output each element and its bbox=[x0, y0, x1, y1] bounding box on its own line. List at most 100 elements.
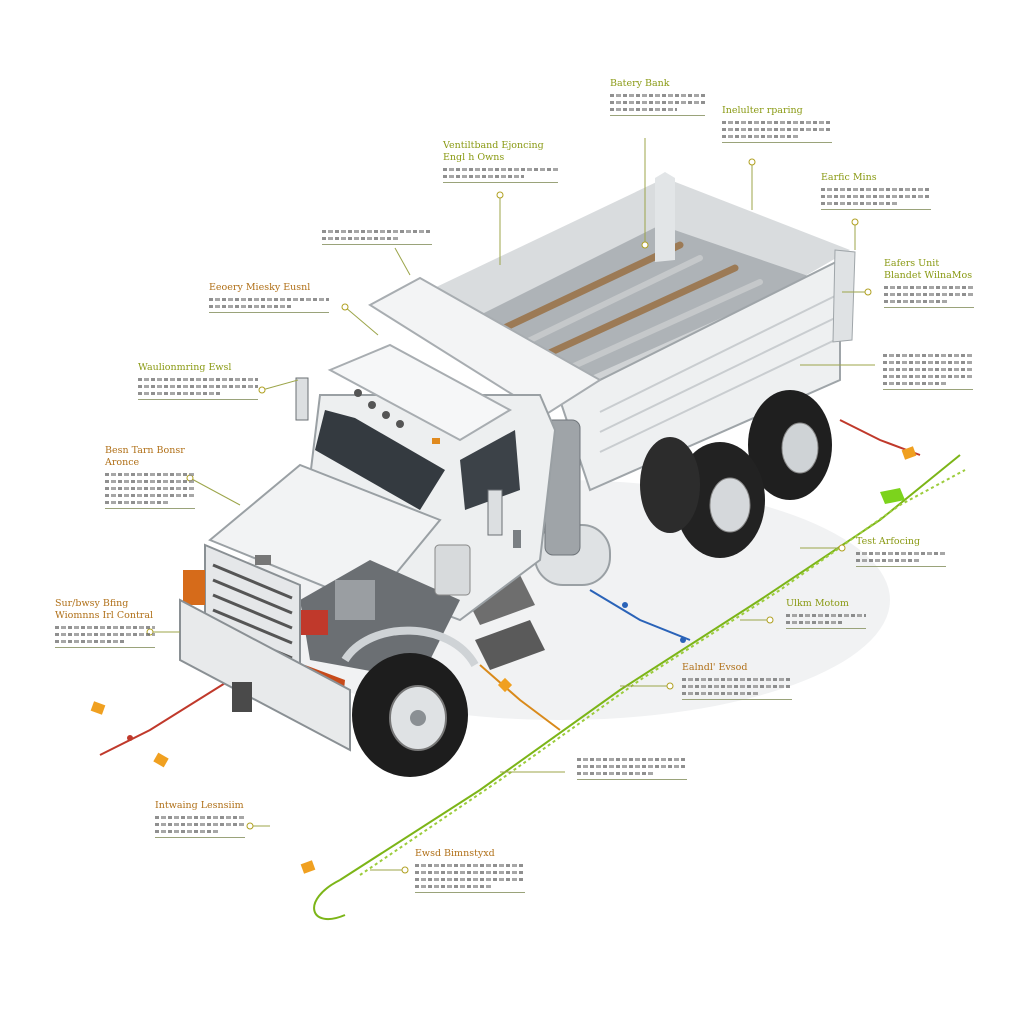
callout-body-line bbox=[415, 864, 525, 867]
leader-dot bbox=[246, 822, 254, 830]
cab-canopy bbox=[368, 276, 602, 417]
blue-node bbox=[622, 602, 628, 608]
callout-underline bbox=[105, 508, 195, 509]
blue-wire bbox=[589, 589, 691, 641]
leader-dot bbox=[851, 218, 859, 226]
callout-title: Waulionmring Ewsl bbox=[138, 362, 232, 373]
callout-body-line bbox=[821, 188, 931, 191]
front-hub bbox=[410, 710, 426, 726]
step-lower bbox=[475, 620, 545, 670]
callout-label: Waulionmring Ewsl bbox=[138, 362, 258, 400]
callout-body-line bbox=[883, 375, 973, 378]
callout-title: Batery Bank bbox=[610, 78, 670, 89]
callout-title: Intwaing Lesnsiim bbox=[155, 800, 244, 811]
callout-underline bbox=[155, 837, 245, 838]
leader-dot bbox=[838, 544, 846, 552]
callout-label: Intwaing Lesnsiim bbox=[155, 800, 245, 838]
callout-body-line bbox=[105, 494, 195, 497]
callout-body-line bbox=[155, 823, 245, 826]
callout-body-line bbox=[105, 473, 195, 476]
leader-dot bbox=[748, 158, 756, 166]
callout-body-line bbox=[821, 195, 931, 198]
callout-underline bbox=[209, 312, 329, 313]
callout-body-line bbox=[856, 559, 919, 562]
engine-block bbox=[335, 580, 375, 620]
callout-body-line bbox=[415, 871, 525, 874]
leader-dot bbox=[401, 866, 409, 874]
red-node bbox=[127, 735, 133, 741]
callout-body-line bbox=[55, 633, 155, 636]
callout-body-line bbox=[55, 626, 155, 629]
blue-node bbox=[680, 637, 686, 643]
callout-title: Ventiltband Ejoncing Engl h Owns bbox=[443, 140, 544, 163]
callout-label: Ventiltband Ejoncing Engl h Owns bbox=[443, 140, 558, 183]
headlight-left bbox=[183, 570, 205, 605]
bed-rear-post bbox=[832, 249, 856, 343]
callout-body-line bbox=[415, 885, 492, 888]
callout-label: Earfic Mins bbox=[821, 172, 931, 210]
callout-label: Inelulter rparing bbox=[722, 105, 832, 143]
callout-body-line bbox=[138, 378, 258, 381]
callout-underline bbox=[821, 209, 931, 210]
callout-underline bbox=[883, 389, 973, 390]
leader-line bbox=[261, 379, 299, 391]
callout-body-line bbox=[415, 878, 525, 881]
callout-body-line bbox=[682, 692, 759, 695]
callout-label: Eeoery Miesky Eusnl bbox=[209, 282, 329, 313]
license-plate-mount bbox=[232, 682, 252, 712]
callout-title: Besn Tarn Bonsr Aronce bbox=[105, 445, 185, 468]
callout-untitled-note bbox=[883, 350, 973, 390]
leader-dot bbox=[864, 288, 872, 296]
front-fender bbox=[341, 626, 479, 668]
wiring-harness bbox=[99, 419, 966, 921]
green-wire-secondary bbox=[359, 469, 966, 876]
callout-label: Besn Tarn Bonsr Aronce bbox=[105, 445, 195, 509]
callout-label: Batery Bank bbox=[610, 78, 705, 116]
callout-body-line bbox=[610, 108, 677, 111]
callout-body-line bbox=[610, 101, 705, 104]
hood bbox=[208, 463, 471, 680]
callout-body-line bbox=[105, 501, 168, 504]
rear-rim-back bbox=[781, 422, 819, 474]
callout-body-line bbox=[883, 382, 946, 385]
callout-untitled-note bbox=[577, 754, 687, 780]
rear-rim-front bbox=[709, 477, 751, 533]
callout-body-line bbox=[682, 685, 792, 688]
callout-underline bbox=[55, 647, 155, 648]
callout-body-line bbox=[722, 135, 799, 138]
callout-body-line bbox=[786, 621, 842, 624]
callout-body-line bbox=[682, 678, 792, 681]
orange-marker bbox=[153, 752, 169, 768]
callout-title: Ulkm Motom bbox=[786, 598, 849, 609]
callout-underline bbox=[884, 307, 974, 308]
callout-title: Sur/bwsy Bfing Wiomnns Irl Contral bbox=[55, 598, 154, 621]
bumper bbox=[179, 598, 351, 752]
red-wire-left bbox=[99, 679, 231, 756]
orange-marker bbox=[901, 446, 917, 460]
windshield bbox=[315, 410, 445, 510]
bed-floor bbox=[470, 225, 820, 380]
callout-title: Ealndl' Evsod bbox=[682, 662, 748, 673]
callout-title: Inelulter rparing bbox=[722, 105, 803, 116]
callout-body-line bbox=[786, 614, 866, 617]
hood-emblem bbox=[255, 555, 271, 565]
callout-leaders bbox=[146, 138, 875, 874]
callout-body-line bbox=[55, 640, 125, 643]
callout-body-line bbox=[577, 772, 654, 775]
callout-underline bbox=[322, 244, 432, 245]
orange-marker bbox=[90, 701, 106, 715]
callout-title: Ewsd Bimnstyxd bbox=[415, 848, 495, 859]
callout-underline bbox=[443, 182, 558, 183]
side-window bbox=[460, 430, 520, 510]
callout-label: Ealndl' Evsod bbox=[682, 662, 792, 700]
callout-body-line bbox=[610, 94, 705, 97]
callout-body-line bbox=[209, 298, 329, 301]
callout-title: Test Arfocing bbox=[856, 536, 921, 547]
callout-body-line bbox=[105, 487, 195, 490]
dump-bed bbox=[430, 172, 856, 492]
door-handle bbox=[513, 530, 521, 548]
callout-body-line bbox=[322, 230, 432, 233]
air-filter bbox=[434, 544, 471, 596]
